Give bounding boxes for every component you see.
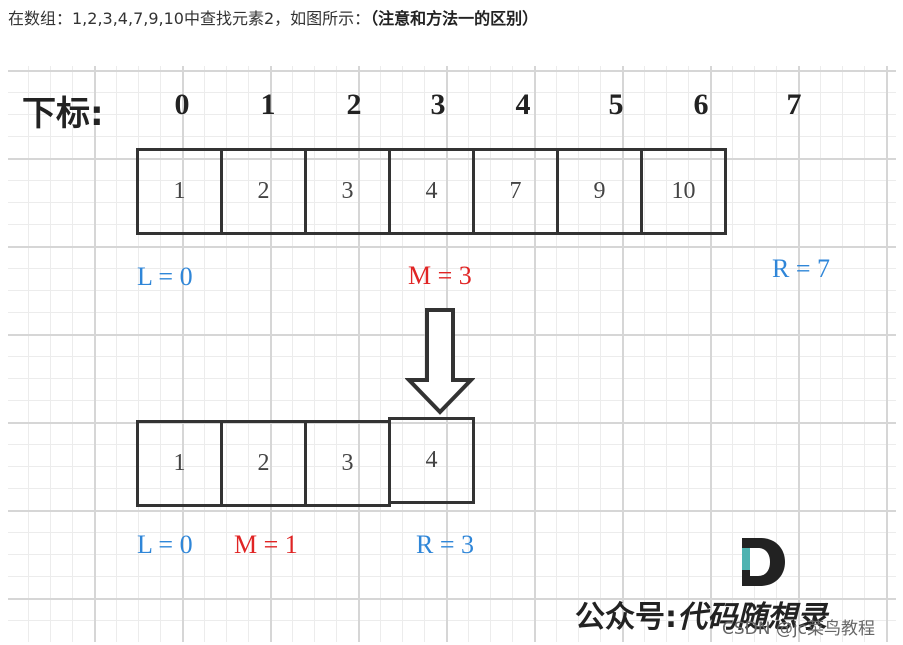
pointer-right-top: R = 7 (772, 254, 831, 283)
pointer-mid-top: M = 3 (408, 261, 472, 290)
brand-name: 代码随想录 (677, 600, 827, 635)
array-cell: 4 (388, 148, 475, 235)
watermark: CSDN @jc菜鸟教程 (722, 619, 875, 639)
array-top: 1 2 3 4 7 9 10 (136, 148, 727, 235)
array-cell: 1 (136, 148, 223, 235)
array-cell: 2 (220, 148, 307, 235)
array-cell: 1 (136, 420, 223, 507)
index-6: 6 (693, 88, 709, 121)
array-cell: 4 (388, 417, 475, 504)
array-cell: 9 (556, 148, 643, 235)
index-3: 3 (430, 88, 446, 121)
array-cell: 7 (472, 148, 559, 235)
index-0: 0 (174, 88, 190, 121)
array-cell: 3 (304, 420, 391, 507)
caption: 在数组：1,2,3,4,7,9,10中查找元素2，如图所示：（注意和方法一的区别… (8, 6, 538, 32)
pointer-left-bottom: L = 0 (137, 530, 193, 559)
array-bottom: 1 2 3 4 (136, 417, 475, 507)
array-cell: 3 (304, 148, 391, 235)
pointer-left-top: L = 0 (137, 262, 193, 291)
index-4: 4 (515, 88, 531, 121)
index-2: 2 (346, 88, 362, 121)
brand-text: 公众号:代码随想录 (575, 592, 827, 636)
index-1: 1 (260, 88, 276, 121)
index-7: 7 (786, 88, 802, 121)
brand-prefix: 公众号: (575, 600, 677, 635)
caption-note: （注意和方法一的区别） (370, 9, 539, 28)
index-5: 5 (608, 88, 624, 121)
array-cell: 10 (640, 148, 727, 235)
array-cell: 2 (220, 420, 307, 507)
down-arrow-icon (405, 308, 475, 415)
pointer-right-bottom: R = 3 (416, 530, 475, 559)
pointer-mid-bottom: M = 1 (234, 530, 298, 559)
caption-text: 在数组：1,2,3,4,7,9,10中查找元素2，如图所示： (8, 9, 371, 28)
brand-logo (742, 538, 785, 586)
index-label: 下标: (22, 94, 104, 134)
